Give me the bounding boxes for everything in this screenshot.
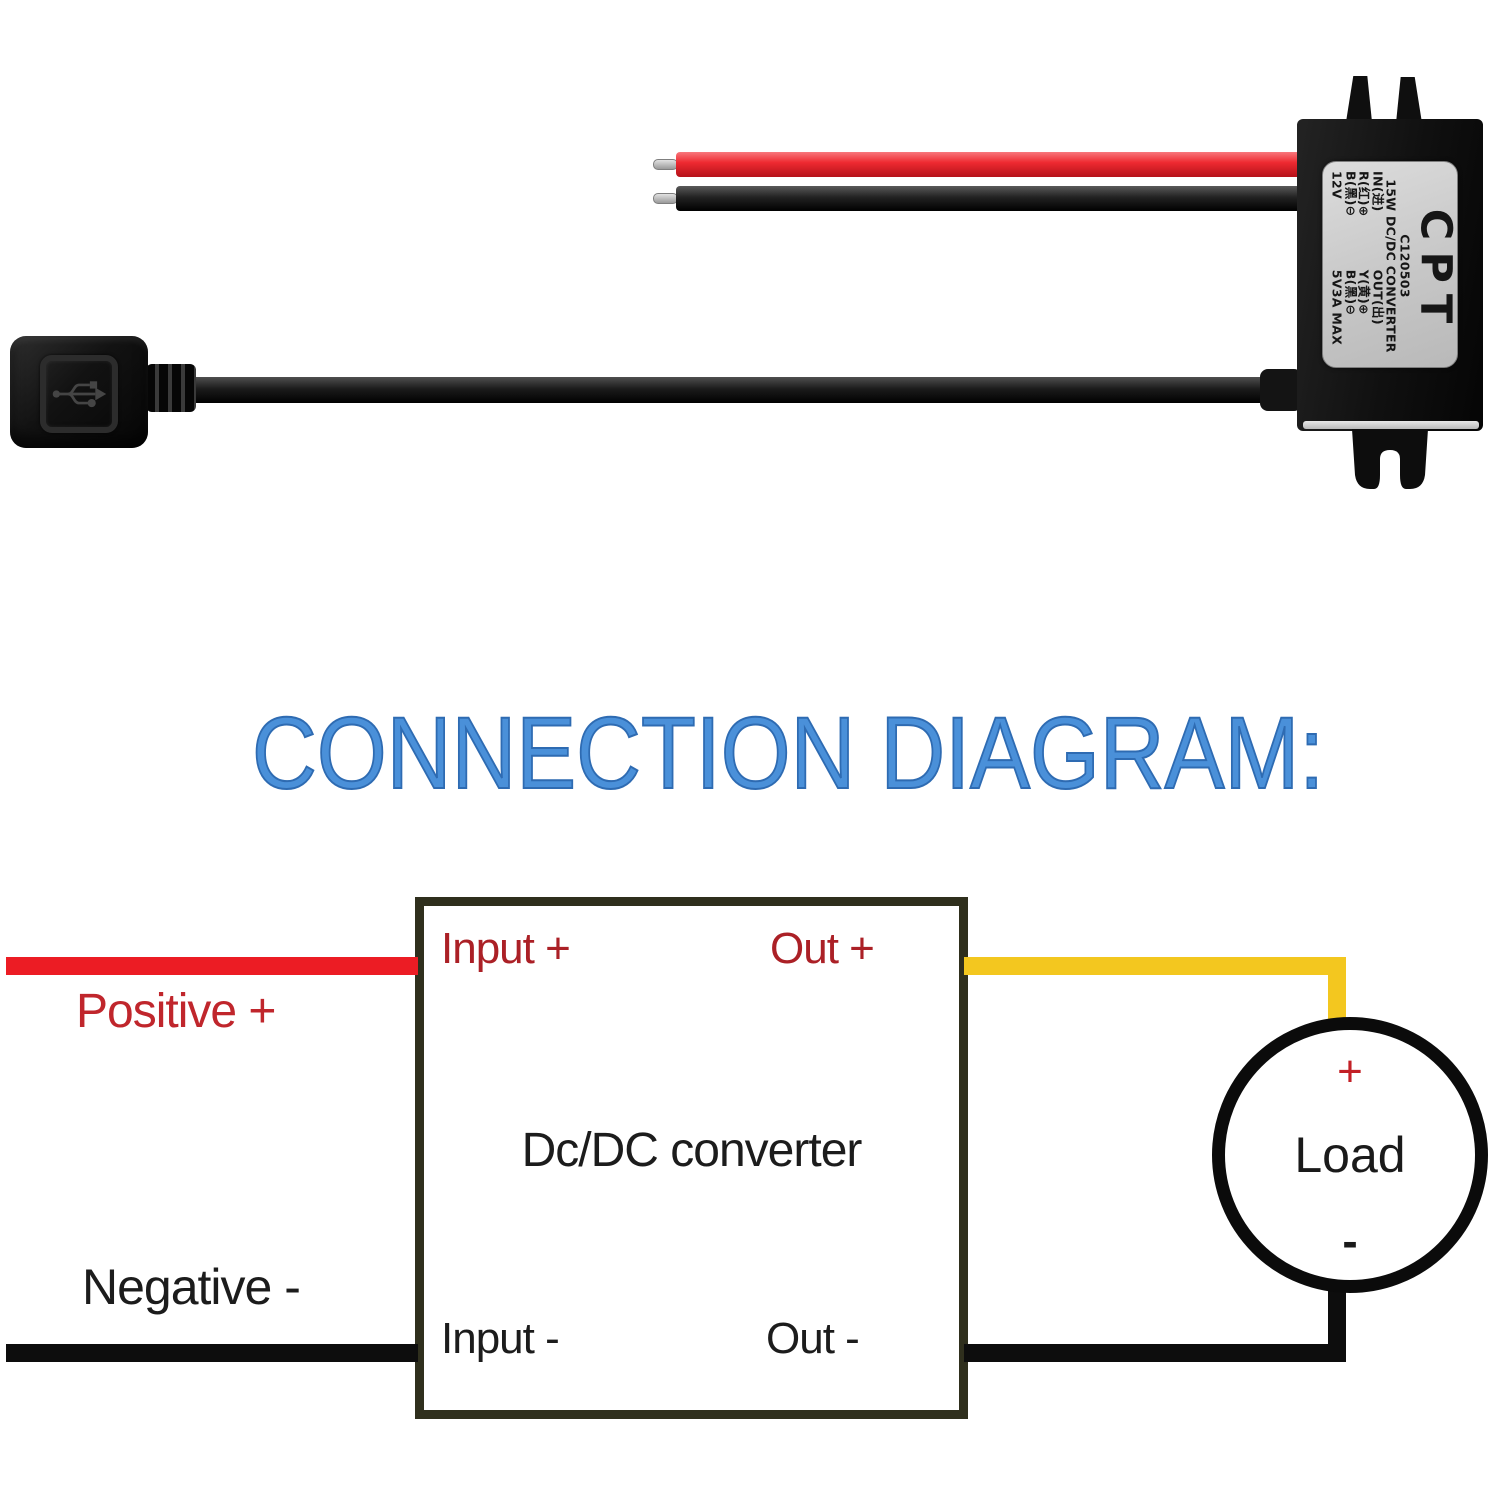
load-symbol: + Load - <box>1212 1017 1488 1293</box>
module-label-content: CPT C120503 15W DC/DC CONVERTER IN(进) OU… <box>1323 162 1461 369</box>
black-wire-tinned-tip <box>653 193 678 204</box>
input-red-wire <box>676 152 1301 177</box>
spec-line: 15W DC/DC CONVERTER <box>1383 178 1399 353</box>
usb-female-connector <box>10 336 148 448</box>
pin-row-red-yellow: R(红)⊕ Y(黄)⊕ <box>1356 170 1372 361</box>
output-positive-wire-horizontal <box>964 957 1346 975</box>
terminal-out-minus: Out - <box>766 1314 860 1363</box>
negative-wire-label: Negative - <box>82 1259 301 1315</box>
usb-strain-relief <box>146 364 196 412</box>
voltage-out-label: 5V3A MAX <box>1329 269 1345 345</box>
pin-row-in-out: IN(进) OUT(出) <box>1370 170 1385 361</box>
page-title: CONNECTION DIAGRAM: <box>251 696 1325 810</box>
mounting-tab-top-right-prong <box>1396 77 1422 123</box>
module-bottom-bevel <box>1303 421 1479 429</box>
pin-in-label: IN(进) <box>1370 170 1385 212</box>
load-minus-terminal: - <box>1342 1215 1358 1267</box>
converter-box-label: Dc/DC converter <box>521 1124 863 1177</box>
input-black-wire <box>676 186 1301 211</box>
pin-black-out-label: B(黑)⊖ <box>1343 269 1358 315</box>
load-label: Load <box>1294 1127 1406 1183</box>
terminal-input-minus: Input - <box>441 1314 560 1363</box>
pin-row-black-black: B(黑)⊖ B(黑)⊖ <box>1343 170 1358 361</box>
red-wire-tinned-tip <box>653 159 678 170</box>
model-number: C120503 <box>1397 233 1412 298</box>
terminal-input-plus: Input + <box>441 924 571 973</box>
voltage-in-label: 12V <box>1329 170 1345 199</box>
pin-yellow-label: Y(黄)⊕ <box>1356 269 1372 315</box>
terminal-out-plus: Out + <box>770 924 875 973</box>
output-negative-wire-vertical <box>1328 1270 1346 1362</box>
usb-trident-icon <box>52 381 107 408</box>
pin-black-in-label: B(黑)⊖ <box>1343 170 1358 216</box>
output-negative-wire-horizontal <box>964 1344 1346 1362</box>
load-plus-terminal: + <box>1337 1047 1363 1096</box>
positive-wire-label: Positive + <box>76 985 276 1038</box>
mounting-tab-top-left-prong <box>1346 76 1372 122</box>
pin-red-label: R(红)⊕ <box>1356 170 1372 217</box>
pin-out-label: OUT(出) <box>1370 269 1385 325</box>
usb-port-emboss <box>40 355 118 433</box>
pin-row-voltage: 12V 5V3A MAX <box>1329 170 1345 361</box>
converter-box <box>415 897 968 1419</box>
usb-output-cable <box>190 377 1302 403</box>
module-spec-label: CPT C120503 15W DC/DC CONVERTER IN(进) OU… <box>1322 161 1461 369</box>
cable-entry-boss <box>1260 369 1302 411</box>
mounting-tab-bottom-fork <box>1352 429 1428 489</box>
brand-logo-text: CPT <box>1410 208 1460 334</box>
negative-input-wire <box>6 1344 418 1362</box>
positive-input-wire <box>6 957 418 975</box>
